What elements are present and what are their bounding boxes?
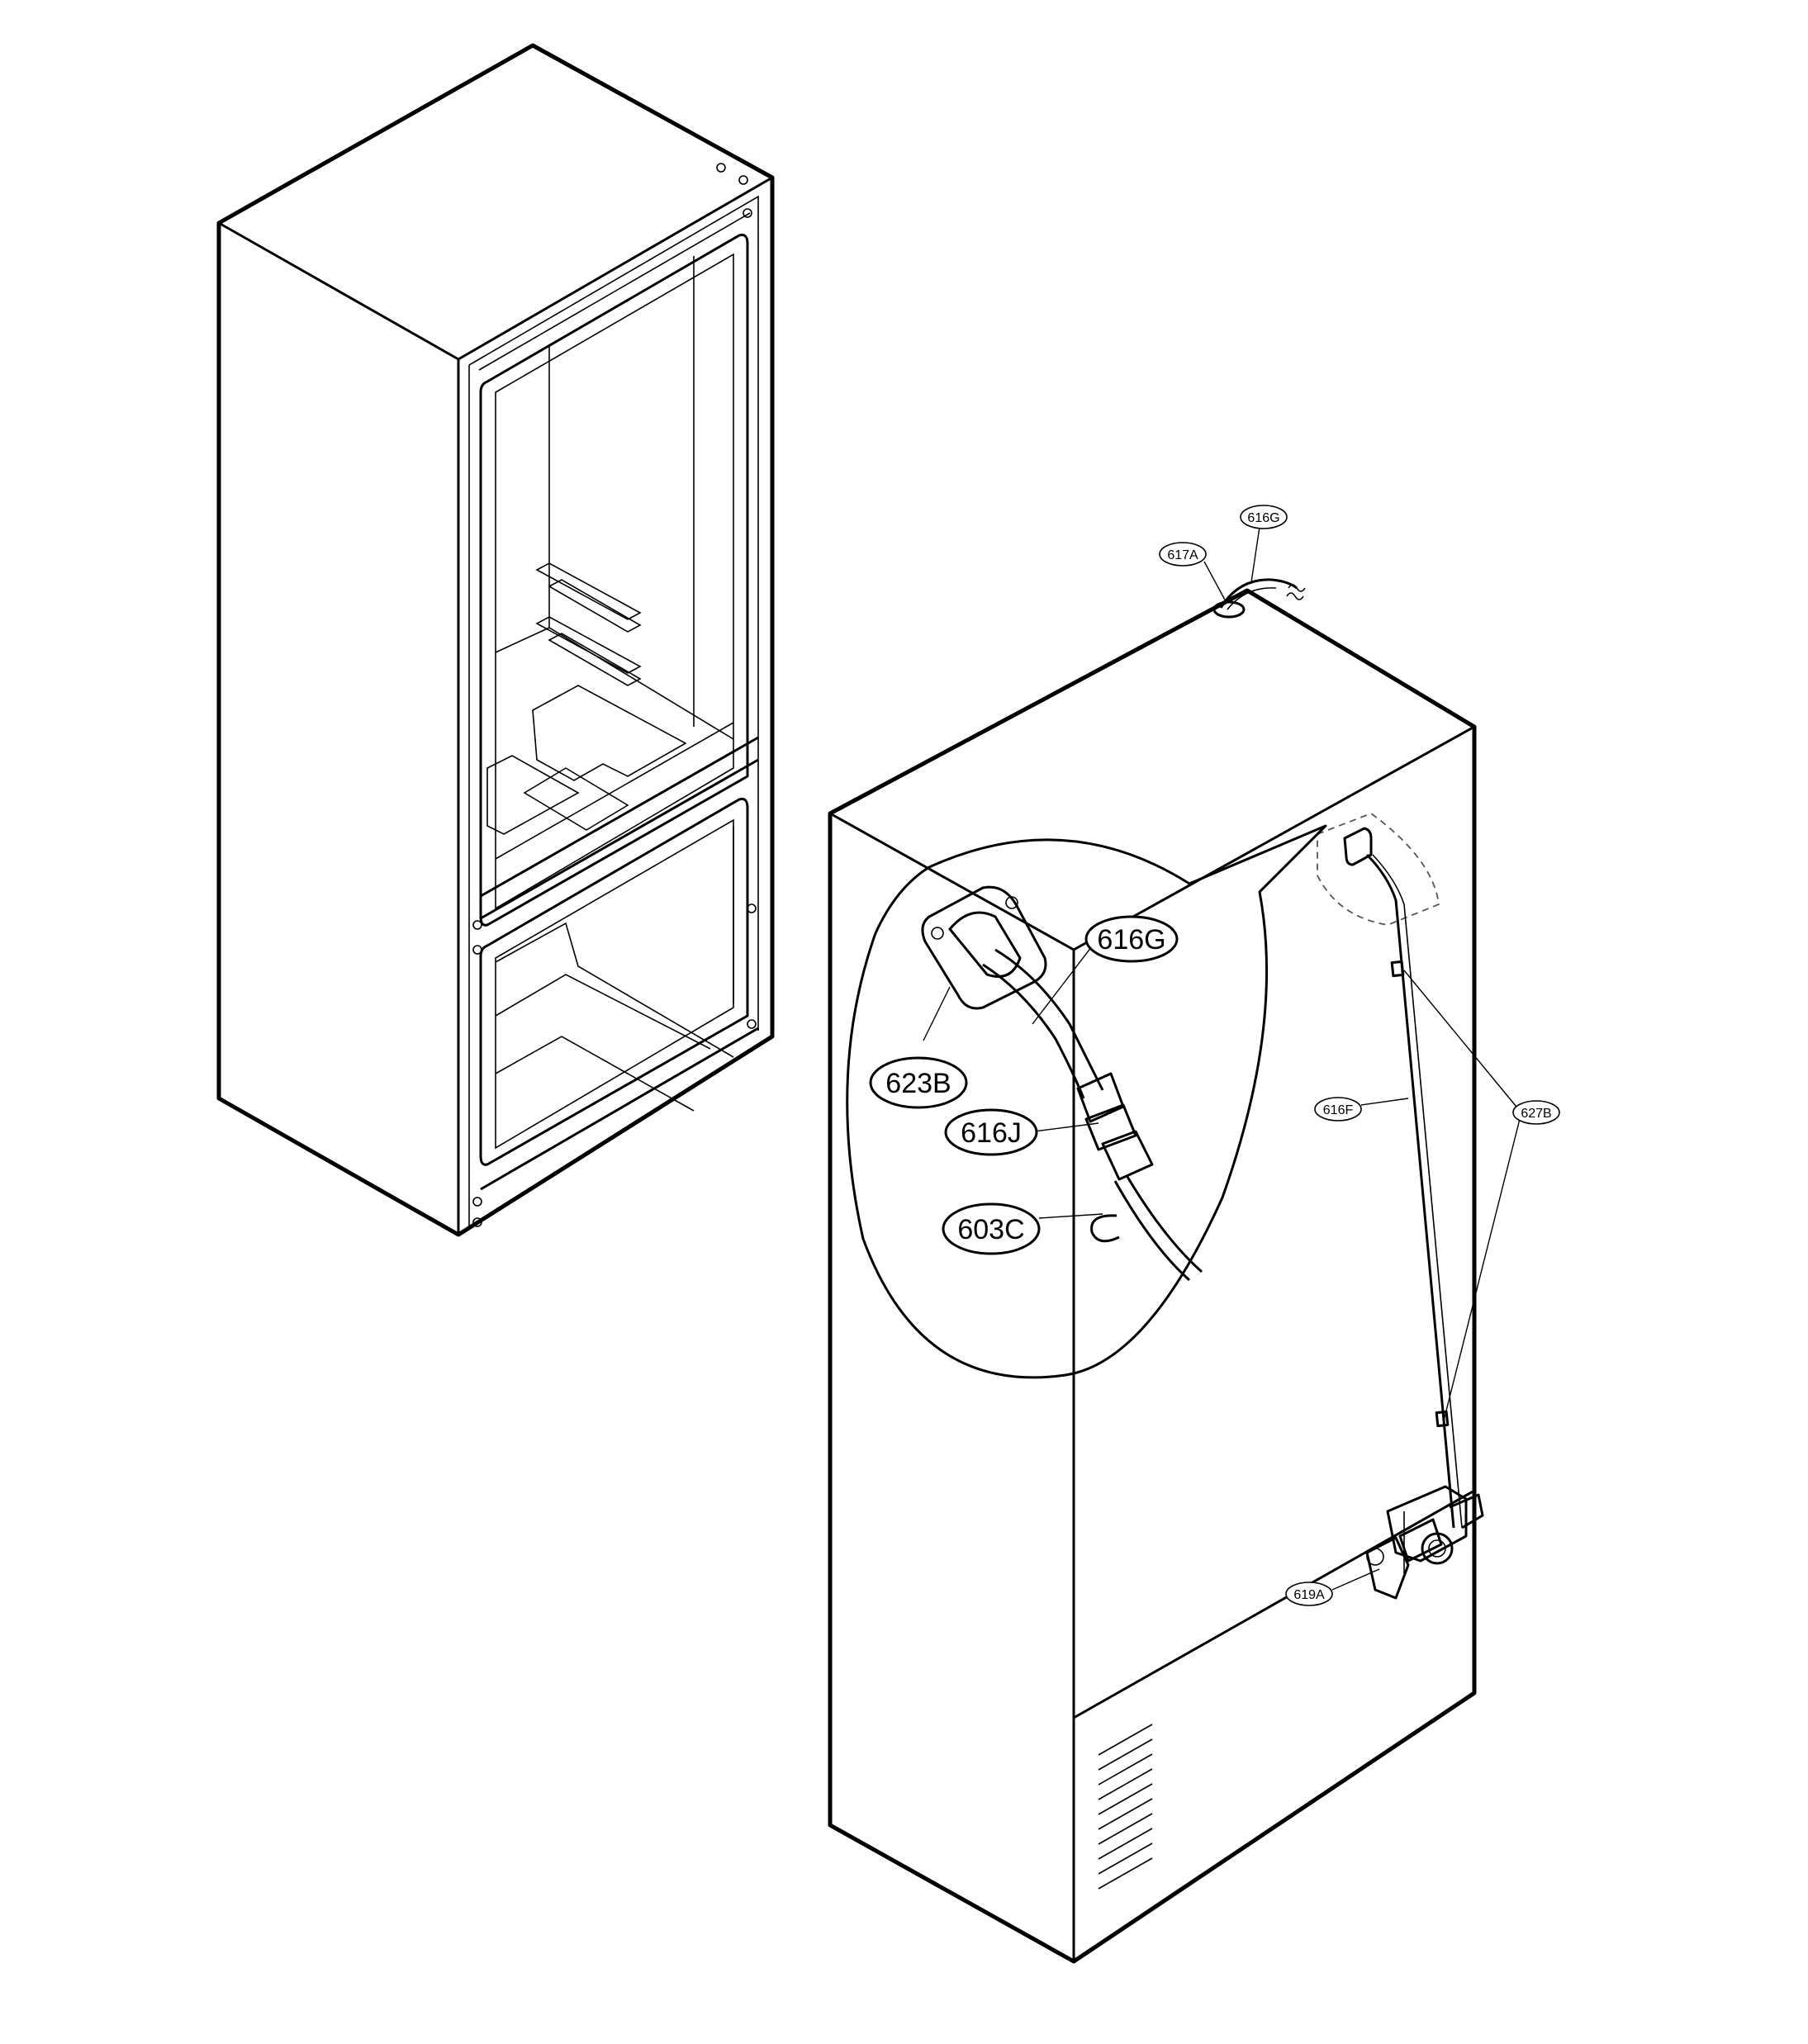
- svg-text:616J: 616J: [961, 1117, 1022, 1149]
- leader-lines: [923, 526, 1521, 1591]
- callout-616G-top: 616G: [1240, 505, 1288, 529]
- grommet-617A: [1212, 600, 1246, 619]
- louver-vents: [1098, 1724, 1153, 1890]
- svg-text:616F: 616F: [1323, 1103, 1354, 1117]
- svg-text:619A: 619A: [1293, 1588, 1325, 1602]
- water-valve-assembly: [1365, 1485, 1484, 1600]
- svg-text:603C: 603C: [957, 1214, 1024, 1245]
- svg-text:616G: 616G: [1097, 924, 1165, 956]
- callout-627B: 627B: [1512, 1100, 1560, 1125]
- cabinet-rear-view: [828, 578, 1484, 1964]
- svg-text:616G: 616G: [1247, 511, 1279, 525]
- callout-616G-zoom: 616G: [1084, 915, 1179, 963]
- svg-text:617A: 617A: [1167, 548, 1198, 562]
- callout-616J: 616J: [944, 1108, 1038, 1156]
- callout-623B: 623B: [869, 1056, 968, 1109]
- zoom-detail-bubble: [846, 824, 1327, 1379]
- cabinet-front-view: [216, 43, 775, 1237]
- callout-619A: 619A: [1285, 1582, 1333, 1606]
- svg-text:627B: 627B: [1521, 1107, 1551, 1121]
- callout-616F: 616F: [1314, 1097, 1362, 1122]
- svg-text:623B: 623B: [885, 1068, 951, 1099]
- callout-617A: 617A: [1159, 542, 1207, 567]
- callout-603C: 603C: [942, 1202, 1041, 1255]
